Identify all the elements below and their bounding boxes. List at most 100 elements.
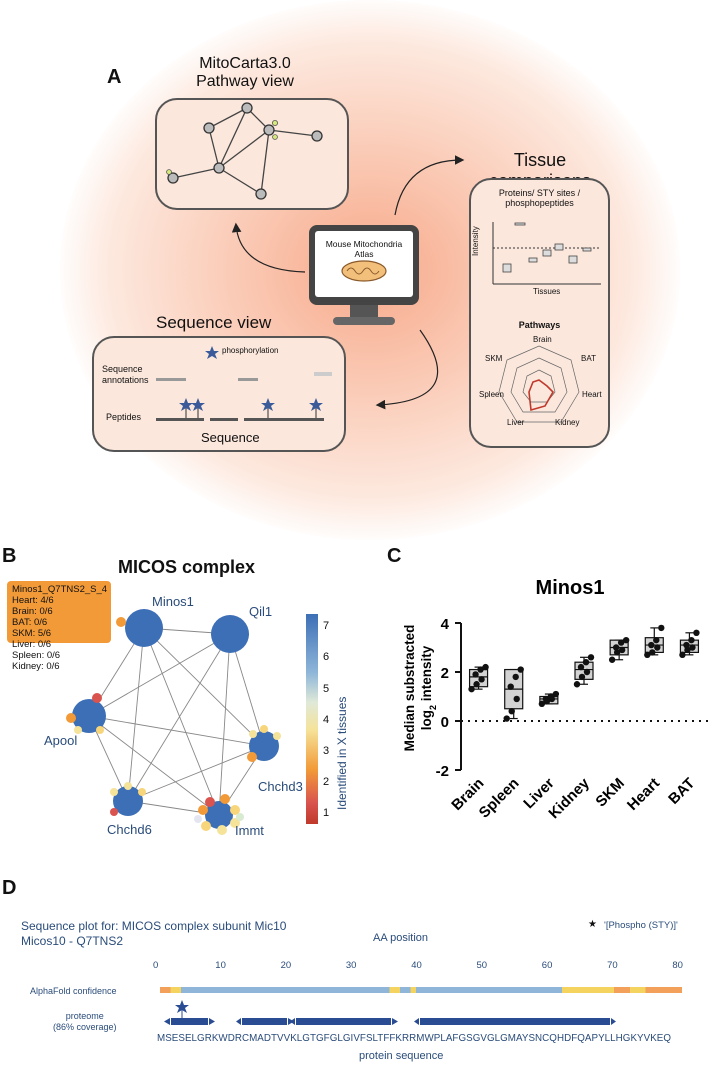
data-point (613, 649, 621, 656)
tooltip-line: Minos1_Q7TNS2_S_4 (12, 584, 108, 595)
tooltip-line: BAT: 0/6 (12, 617, 48, 628)
radar-label-brain: Brain (533, 335, 552, 344)
node-label-immt[interactable]: Immt (235, 823, 264, 838)
colorbar-tick: 5 (323, 683, 330, 695)
data-point (612, 644, 620, 651)
tissue-box-title: Proteins/ STY sites / phosphopeptides (471, 188, 608, 208)
data-point (654, 644, 661, 651)
data-point (658, 624, 665, 632)
aa-axis-tick-label: 10 (215, 960, 226, 971)
data-point (688, 636, 695, 644)
y-tick-label: 2 (441, 665, 449, 682)
proteome-label-line1: proteome (65, 1011, 104, 1021)
pathway-title-line2: Pathway view (196, 73, 294, 90)
data-point (512, 673, 519, 681)
seqplot-title-line1: Sequence plot for: MICOS complex subunit… (21, 919, 287, 933)
data-point (684, 646, 691, 654)
x-tick-label: BAT (665, 775, 698, 808)
panel-d-letter: D (2, 877, 17, 899)
data-point (693, 629, 700, 636)
seq-annotations-line2: annotations (102, 375, 149, 385)
aa-axis-tick-label: 20 (280, 960, 292, 971)
data-point (648, 641, 655, 649)
seq-annotations-label: Sequence annotations (102, 364, 149, 386)
pathway-view-title: MitoCarta3.0 Pathway view (190, 55, 300, 91)
data-point (473, 681, 480, 688)
protein-sequence-axis-label: protein sequence (359, 1050, 444, 1062)
seqplot-title-line2: Micos10 - Q7TNS2 (21, 934, 124, 948)
x-tick-label: Heart (624, 775, 663, 814)
node-label-chchd3[interactable]: Chchd3 (258, 779, 303, 794)
aa-axis-tick-label: 70 (607, 960, 618, 971)
data-point (517, 666, 524, 673)
data-point (542, 695, 550, 703)
mini-boxplot-graphic (492, 222, 601, 285)
y-tick-label: 0 (441, 714, 449, 731)
y-tick-label: 4 (441, 616, 450, 633)
colorbar-label: Identified in X tissues (335, 696, 349, 810)
data-point (503, 715, 510, 722)
colorbar-tick: 6 (323, 651, 330, 663)
data-point (547, 693, 555, 700)
monitor-line2: Atlas (354, 249, 374, 259)
data-point (472, 671, 479, 678)
data-point (477, 666, 484, 673)
data-point (683, 641, 690, 649)
node-label-apool[interactable]: Apool (44, 733, 78, 748)
sequence-view-title: Sequence view (156, 313, 272, 332)
mini-tissues-label: Tissues (533, 287, 561, 296)
monitor-stand (350, 305, 378, 319)
data-point (468, 685, 475, 693)
aa-axis-tick-label: 0 (153, 960, 159, 971)
micos-title: MICOS complex (118, 557, 256, 577)
sequence-view-graphic (156, 346, 332, 421)
tooltip-line: Spleen: 0/6 (12, 650, 61, 661)
data-point (644, 651, 651, 659)
phosphorylation-label: phosphorylation (222, 346, 279, 355)
chart-title: Minos1 (536, 577, 605, 599)
data-point (578, 673, 586, 681)
radar-label-spleen: Spleen (479, 390, 504, 399)
tooltip-line: Brain: 0/6 (12, 606, 53, 617)
tooltip-line: Heart: 4/6 (12, 595, 54, 606)
data-point (618, 646, 626, 654)
data-point (513, 695, 520, 703)
legend-star-icon: ★ (588, 919, 597, 930)
node-label-chchd6[interactable]: Chchd6 (107, 822, 152, 837)
radar-label-heart: Heart (582, 390, 602, 399)
data-point (622, 636, 630, 644)
pathway-title-line1: MitoCarta3.0 (199, 55, 291, 72)
tooltip-line: Kidney: 0/6 (12, 661, 60, 672)
panel-a-arrows (231, 155, 465, 410)
tissue-box-title-line2: phosphopeptides (505, 198, 574, 208)
tissue-box-title-line1: Proteins/ STY sites / (498, 188, 581, 198)
tissue-comparisons-box: Proteins/ STY sites / phosphopeptides In… (469, 178, 610, 448)
phospho-site-star-icon (175, 1000, 189, 1013)
radar-label-bat: BAT (581, 354, 596, 363)
sequence-label: Sequence (201, 430, 260, 445)
data-point (552, 690, 560, 698)
data-point (689, 644, 696, 651)
panel-a-letter: A (107, 66, 122, 88)
peptides-label: Peptides (106, 412, 142, 422)
alphafold-confidence-bar (160, 987, 682, 993)
data-point (583, 668, 591, 676)
tooltip-line: SKM: 5/6 (12, 628, 52, 639)
aa-axis-tick-label: 60 (541, 960, 553, 971)
node-label-minos1[interactable]: Minos1 (152, 594, 194, 609)
aa-axis-tick-label: 40 (411, 960, 422, 971)
x-tick-label: Kidney (545, 774, 593, 822)
data-point (508, 708, 515, 715)
pathway-network-graphic (166, 102, 323, 200)
data-point (482, 663, 489, 671)
node-tooltip: Minos1_Q7TNS2_S_4 Heart: 4/6 Brain: 0/6 … (7, 581, 111, 672)
colorbar-tick: 3 (323, 745, 330, 757)
data-point (653, 636, 660, 644)
aa-axis-tick-label: 80 (672, 960, 683, 971)
alphafold-label: AlphaFold confidence (30, 986, 117, 996)
colorbar (306, 614, 318, 824)
x-tick-label: Spleen (476, 775, 523, 822)
node-label-qil1[interactable]: Qil1 (249, 604, 273, 619)
chart-ylabel: Median substracted (402, 625, 417, 752)
radar-label-kidney: Kidney (555, 418, 580, 427)
